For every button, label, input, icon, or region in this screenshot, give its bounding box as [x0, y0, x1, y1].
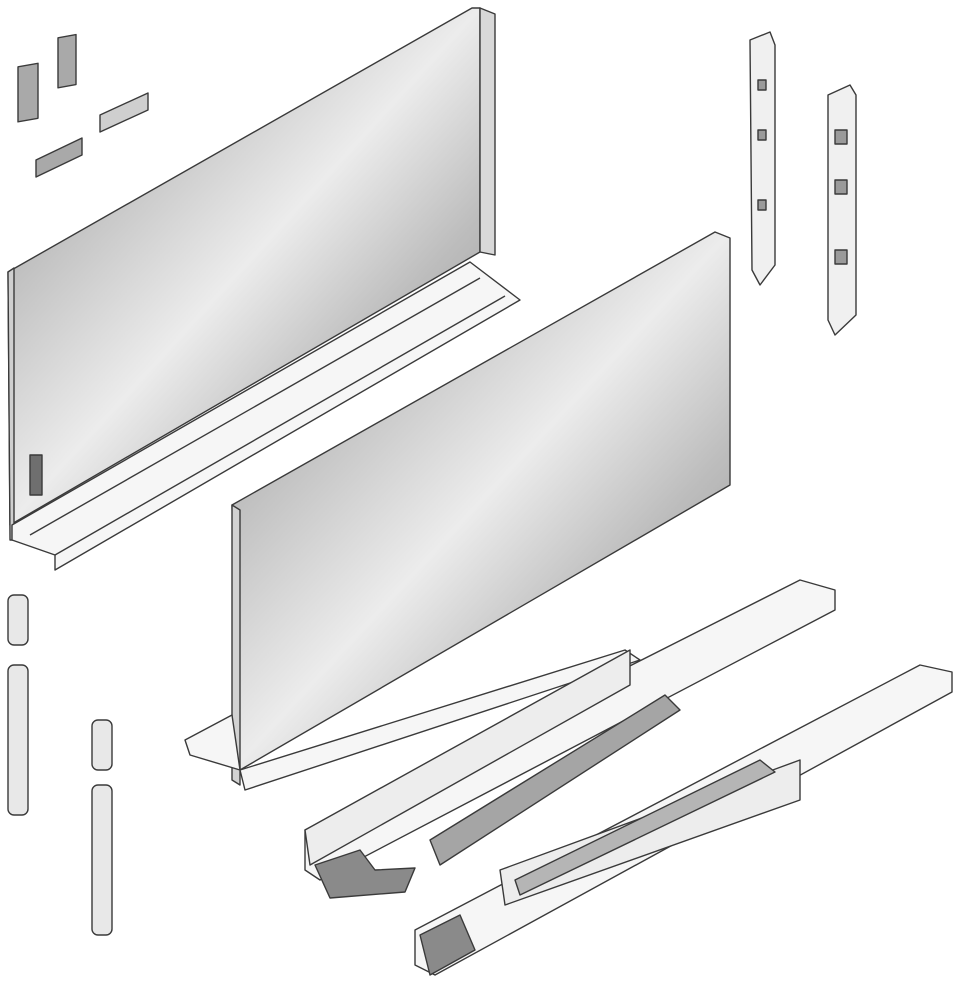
side-panel-left — [7, 7, 496, 541]
front-clips — [7, 594, 113, 936]
runner-left — [304, 579, 836, 899]
side-rail-left — [11, 261, 521, 571]
rear-bracket-right — [827, 84, 857, 336]
side-panel-right — [184, 231, 731, 791]
runner-right — [414, 664, 953, 976]
rear-bracket-left — [749, 31, 776, 286]
cover-caps — [17, 33, 149, 178]
